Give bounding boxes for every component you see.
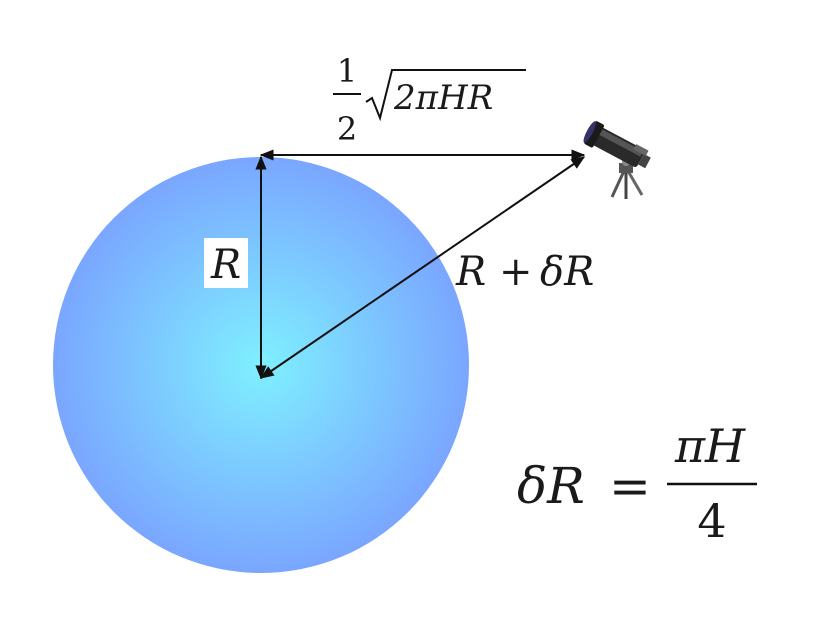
telescope-icon [583,121,651,199]
radius-label: R [204,238,248,288]
sqrt-body: 2πHR [393,78,493,118]
equation-numerator: πH [674,419,746,473]
tangent-length-label: 1 2 2πHR [333,52,526,148]
hypotenuse-label-r: R [455,249,486,295]
hypotenuse-line [259,156,586,379]
equation-delta-r: δR = πH 4 [517,419,757,548]
hypotenuse-label: R + δR [455,249,594,295]
sqrt-sign [365,69,526,122]
equation-lhs: δR [517,457,585,515]
equation-denominator: 4 [697,494,726,548]
radius-label-text: R [210,242,241,288]
half-numerator: 1 [337,52,357,90]
equation-equals: = [609,457,651,515]
half-denominator: 2 [337,110,357,148]
hypotenuse-label-delta-r: δR [540,249,594,295]
hypotenuse-label-plus: + [499,249,533,295]
radius-label-bg [204,238,248,288]
